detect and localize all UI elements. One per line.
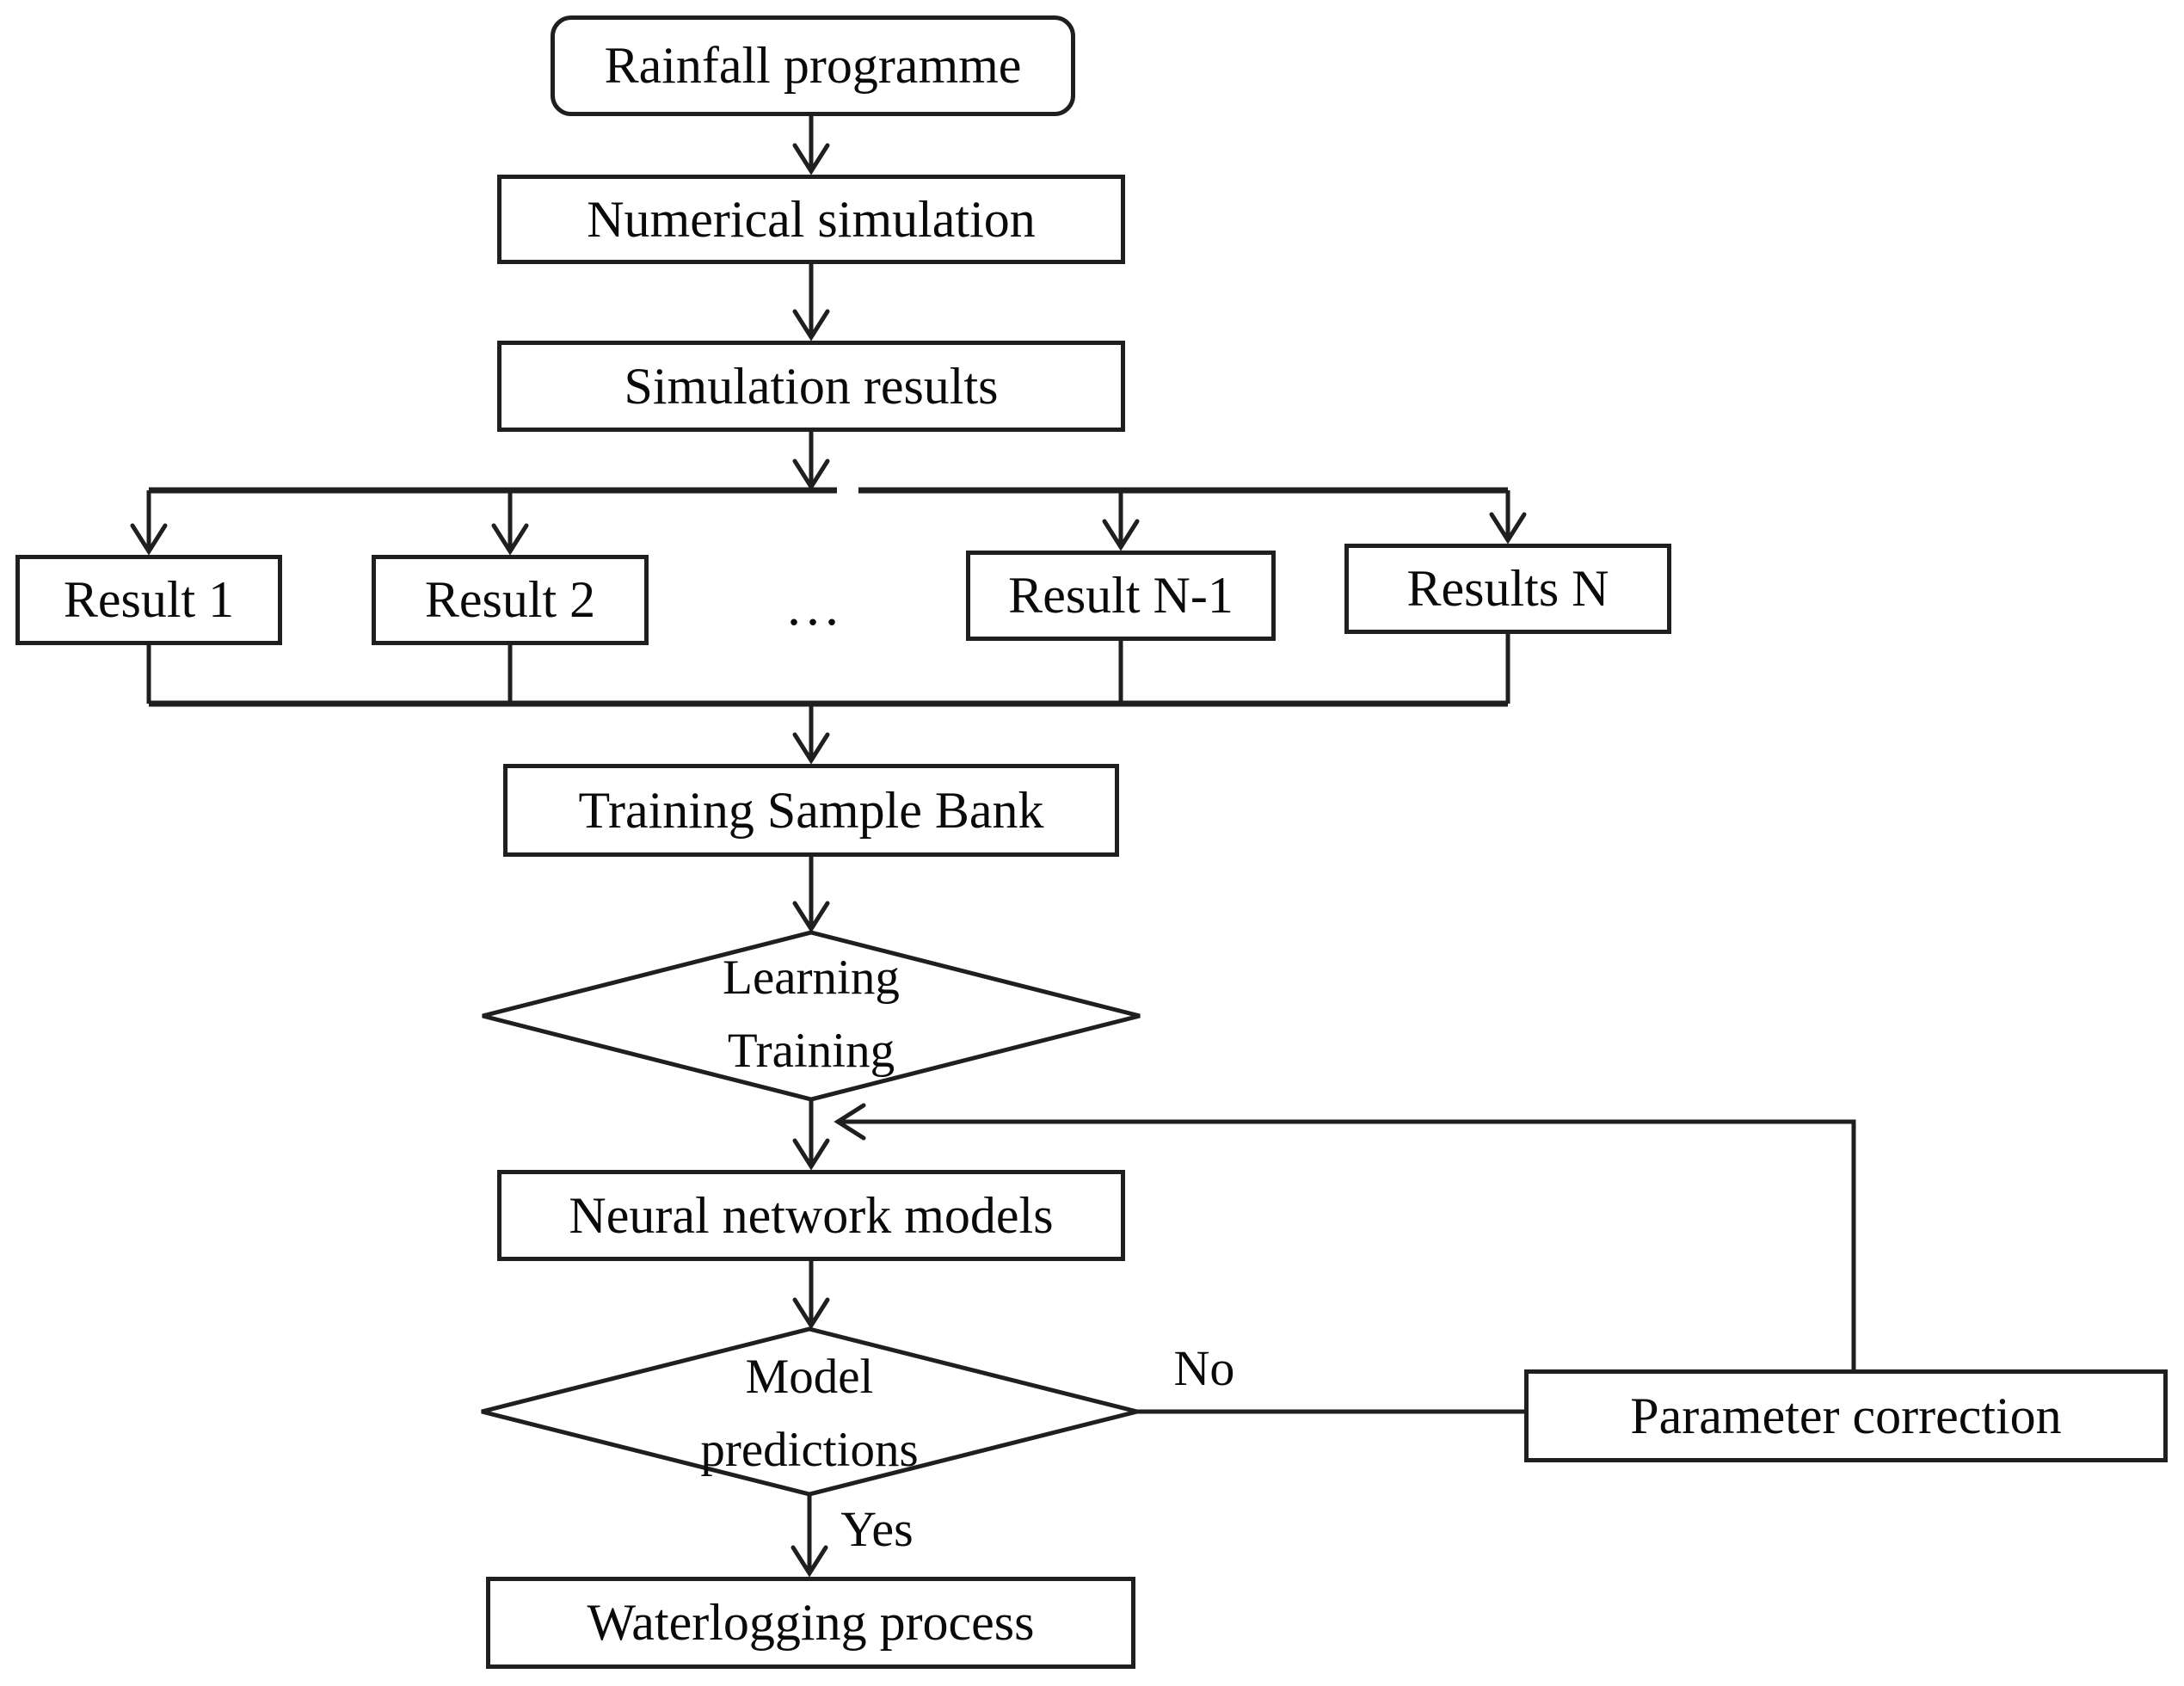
ellipsis-results: ... [787,575,844,637]
node-results-n: Results N [1344,544,1671,634]
node-simulation-results: Simulation results [497,341,1125,432]
label-learning-training: Learning Training [639,941,983,1087]
label-predictions-line: predictions [700,1423,919,1477]
node-result-1: Result 1 [15,555,282,645]
node-numerical-simulation: Numerical simulation [497,175,1125,264]
arrow-feedback-parameter-correction [834,1103,1856,1369]
node-result-n-minus-1: Result N-1 [966,551,1276,641]
node-waterlogging-process: Waterlogging process [486,1577,1135,1669]
edge-label-no: No [1173,1339,1235,1396]
node-training-sample-bank: Training Sample Bank [503,764,1119,857]
label-training-line: Training [727,1024,895,1078]
node-neural-network-models: Neural network models [497,1170,1125,1261]
node-parameter-correction: Parameter correction [1524,1369,2168,1462]
node-rainfall-programme: Rainfall programme [551,15,1075,116]
node-result-2: Result 2 [372,555,649,645]
label-model-predictions: Model predictions [637,1340,981,1486]
edge-label-yes: Yes [840,1500,914,1557]
label-model-line: Model [745,1350,874,1404]
label-learning-line: Learning [723,951,900,1005]
